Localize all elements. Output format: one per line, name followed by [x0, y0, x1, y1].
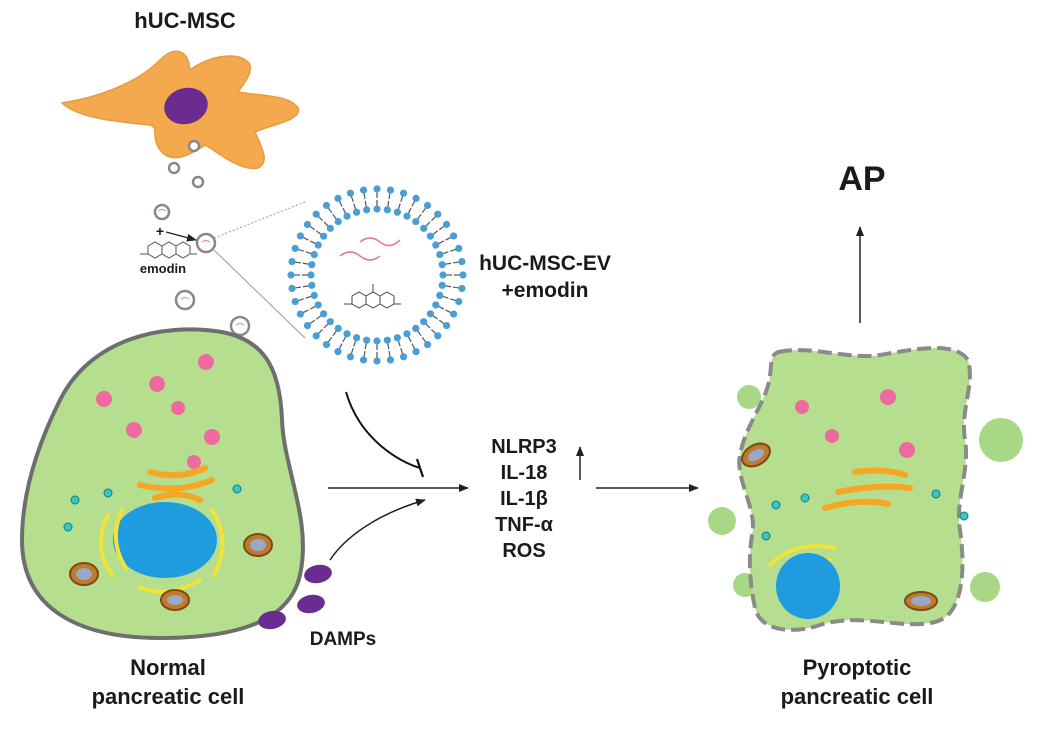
- damps-particles: [258, 564, 332, 630]
- ev-label-line2: +emodin: [502, 279, 589, 302]
- emodin-label: emodin: [140, 261, 186, 276]
- marker-label: IL-1β: [500, 488, 548, 510]
- ev-label-line1: hUC-MSC-EV: [479, 252, 611, 275]
- msc-cell: [60, 50, 299, 170]
- arrow-damps-to-markers: [329, 498, 426, 561]
- normal-pancreatic-cell: [19, 327, 305, 641]
- extracellular-vesicle: [287, 185, 467, 365]
- small-organelles: [63, 484, 242, 532]
- inhibition-arrow: [345, 391, 421, 469]
- normal-cell-label-line2: pancreatic cell: [92, 684, 245, 709]
- pyro-small-organelles: [761, 489, 969, 541]
- marker-label: NLRP3: [491, 436, 557, 458]
- marker-label: IL-18: [501, 462, 548, 484]
- normal-cell-label-line1: Normal: [130, 655, 206, 680]
- pyro-mitochondria: [741, 442, 938, 611]
- zymogen-granules: [96, 354, 220, 469]
- pyroptotic-pancreatic-cell: [708, 346, 1023, 632]
- pyro-golgi: [822, 467, 913, 511]
- marker-label: TNF-α: [495, 514, 554, 536]
- damps-label: DAMPs: [310, 629, 377, 650]
- mitochondria: [69, 533, 273, 611]
- golgi-apparatus: [137, 465, 215, 503]
- ev-emodin-cargo: [344, 284, 401, 309]
- msc-nucleus: [164, 87, 208, 125]
- ev-rna-cargo: [339, 251, 381, 261]
- emodin-molecule-icon: [140, 241, 197, 259]
- pyroptotic-cell-nucleus: [776, 553, 840, 619]
- plus-sign: +: [156, 223, 164, 239]
- ap-label: AP: [838, 160, 885, 198]
- membrane-blebs: [708, 385, 1023, 602]
- normal-cell-nucleus: [113, 502, 217, 578]
- pyro-cell-label-line1: Pyroptotic: [803, 655, 912, 680]
- pyro-granules: [795, 389, 915, 458]
- msc-label: hUC-MSC: [134, 8, 236, 33]
- ev-lipid-bilayer: [287, 185, 467, 365]
- pyro-cell-label-line2: pancreatic cell: [781, 684, 934, 709]
- marker-label: ROS: [502, 540, 545, 562]
